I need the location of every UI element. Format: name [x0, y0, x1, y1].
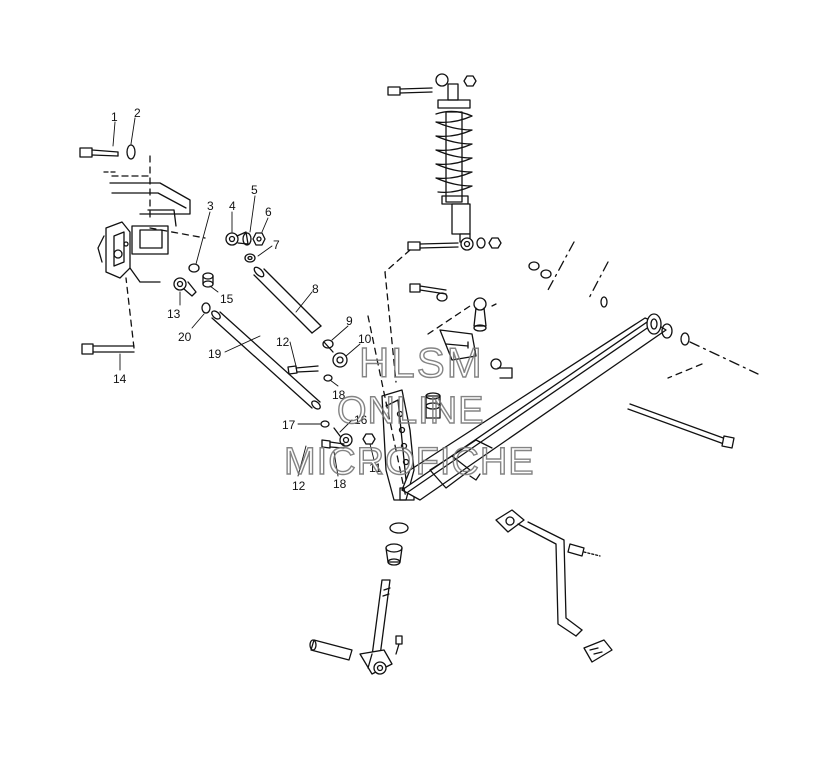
callout-13: 13: [167, 307, 181, 321]
axle-pin: [309, 639, 353, 661]
pivot-hardware: [528, 261, 608, 308]
nut-7: [244, 253, 256, 263]
pin-cable: [567, 543, 601, 557]
washer-18-upper: [323, 374, 333, 382]
nut-17: [320, 420, 330, 428]
watermark-line-2: ONLINE: [337, 390, 484, 432]
washer-2: [126, 144, 136, 160]
callout-17: 17: [282, 418, 296, 432]
nut-6: [252, 232, 266, 246]
bushing-lower: [385, 543, 403, 566]
shock-absorber: [387, 73, 502, 251]
spindle-shaft: [359, 579, 393, 675]
bolt-12-upper: [287, 365, 319, 375]
washer-5: [242, 232, 252, 246]
callout-5: 5: [251, 183, 258, 197]
callout-12-upper: 12: [276, 335, 290, 349]
washer-upper-arm: [436, 292, 448, 302]
seal-ring: [389, 522, 409, 534]
callout-9: 9: [346, 314, 353, 328]
callout-12-lower: 12: [292, 479, 306, 493]
washer-3: [188, 263, 200, 273]
ball-joint: [473, 297, 497, 332]
watermark-line-1: HLSM: [359, 339, 484, 386]
spindle-knuckle: [381, 329, 513, 501]
nut-20: [201, 302, 211, 314]
long-bolt: [627, 403, 735, 449]
callout-2: 2: [134, 106, 141, 120]
rod-end-16: [333, 427, 353, 447]
leader-lines: [112, 117, 375, 477]
callouts: 1 2 3 4 5 6 7 8 9 10 11 12 12 13 14 15 1…: [111, 106, 382, 493]
callout-15: 15: [220, 292, 234, 306]
callout-4: 4: [229, 199, 236, 213]
bolt-1: [79, 147, 119, 158]
watermark: HLSM ONLINE MICROFICHE: [283, 338, 535, 483]
watermark-line-3: MICROFICHE: [284, 441, 535, 483]
steering-arm: [495, 509, 613, 663]
tie-rod-19: [211, 310, 321, 410]
callout-8: 8: [312, 282, 319, 296]
callout-18-upper: 18: [332, 388, 346, 402]
callout-6: 6: [265, 205, 272, 219]
nut-9: [322, 339, 334, 349]
callout-1: 1: [111, 110, 118, 124]
callout-20: 20: [178, 330, 192, 344]
lower-a-arm: [401, 313, 667, 501]
nut-11: [362, 433, 376, 445]
rod-end-13: [173, 277, 197, 297]
rod-end-10: [323, 341, 348, 368]
callout-10: 10: [358, 332, 372, 346]
bushing-15: [202, 272, 214, 288]
callout-19: 19: [208, 347, 222, 361]
callout-18-lower: 18: [333, 477, 347, 491]
callout-14: 14: [113, 372, 127, 386]
callout-7: 7: [273, 238, 280, 252]
callout-3: 3: [207, 199, 214, 213]
tie-rod-8: [253, 266, 322, 334]
grease-fitting: [395, 635, 403, 655]
callout-16: 16: [354, 413, 368, 427]
callout-11: 11: [369, 461, 382, 475]
rod-end-4: [225, 231, 249, 246]
frame-section: [97, 171, 191, 283]
bolt-12-lower: [321, 439, 345, 449]
bolt-14: [81, 343, 135, 355]
bushing-pair: [661, 323, 690, 346]
